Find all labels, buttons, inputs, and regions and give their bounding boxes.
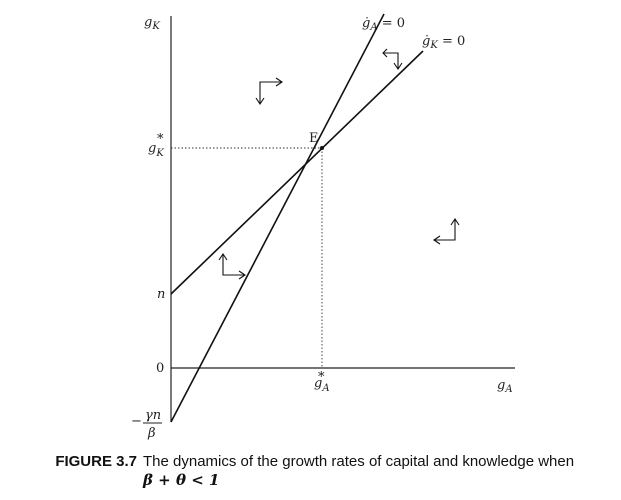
x-axis-label: gA [497,378,513,395]
equilibrium-point [320,146,324,150]
neg-intercept-denominator: β [147,426,156,440]
gk-dot-zero-label: ġK = 0 [422,34,465,51]
motion-arrow-lower-left [218,253,246,280]
figure-number: FIGURE 3.7 [55,453,137,470]
caption-text: The dynamics of the growth rates of capi… [143,453,575,470]
motion-arrow-right [433,218,460,245]
ga-star-superscript: * [318,370,325,385]
figure-caption: FIGURE 3.7 The dynamics of the growth rat… [20,452,615,490]
gk-star-label: gK [148,141,164,159]
ga-star-label: gA [314,376,330,394]
n-intercept-label: n [157,287,165,302]
point-e-label: E [309,131,319,146]
ga-dot-zero-locus [170,13,385,423]
neg-intercept-numerator: γn [145,408,161,423]
phase-diagram: E gK gA gK * n 0 − γn β gA * ġA = 0 ġK =… [131,13,515,440]
motion-arrow-near-labels [382,48,403,70]
neg-intercept-sign: − [131,414,142,429]
origin-label: 0 [156,361,164,376]
caption-text-block: The dynamics of the growth rates of capi… [143,452,613,490]
gk-dot-zero-locus [170,50,424,295]
gk-star-superscript: * [157,132,164,147]
ga-dot-zero-label: ġA = 0 [362,16,405,33]
caption-condition: β + θ < 1 [143,471,220,489]
y-axis-label: gK [144,15,160,32]
motion-arrow-upper-left [255,77,283,105]
